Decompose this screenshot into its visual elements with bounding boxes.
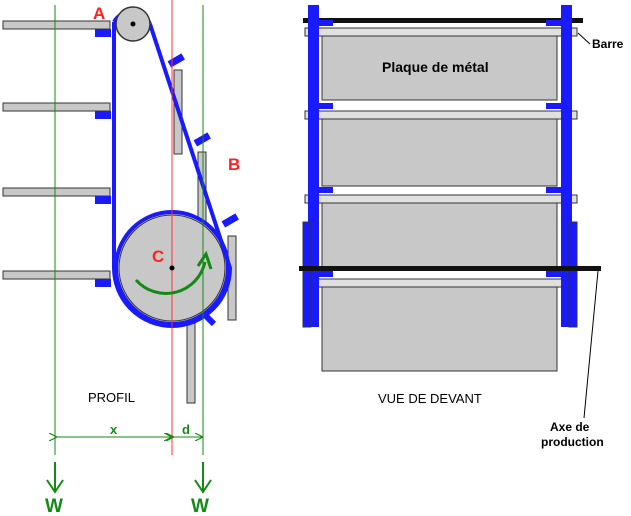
front-title: VUE DE DEVANT <box>378 391 482 406</box>
profile-bar-2 <box>2 102 111 112</box>
clip-right-3 <box>546 187 561 193</box>
support-bar-2 <box>304 110 578 120</box>
support-bar-1 <box>304 27 578 37</box>
clip-left-1 <box>318 20 333 26</box>
clip-left-2 <box>318 103 333 109</box>
bracket-right-1 <box>167 53 185 68</box>
bar-label: Barre <box>592 37 624 51</box>
bracket-right-2 <box>193 132 211 147</box>
weight-arrow-right-head <box>194 479 212 494</box>
hub-right <box>568 221 578 328</box>
profile-bar-3 <box>2 187 111 197</box>
bracket-right-3 <box>221 213 239 228</box>
hub-left <box>302 221 312 328</box>
label-c: C <box>152 247 164 266</box>
weight-left-label: W <box>45 496 63 516</box>
dim-x-label: x <box>110 422 118 437</box>
support-bar-4 <box>304 278 578 288</box>
clip-left-4 <box>318 271 333 277</box>
production-axis <box>299 266 601 271</box>
rotation-arrow <box>134 261 207 295</box>
weight-arrow-left-head <box>46 479 64 494</box>
profile-bar-4 <box>2 270 111 280</box>
clip-right-2 <box>546 103 561 109</box>
clip-right-4 <box>546 271 561 277</box>
profile-bar-1 <box>2 20 111 30</box>
axis-label-line1: Axe de <box>550 420 590 434</box>
axis-label-line2: production <box>541 435 604 449</box>
bar-pointer <box>577 32 591 45</box>
label-b: B <box>228 155 240 174</box>
profile-plate-4 <box>186 314 196 404</box>
support-bar-3 <box>304 194 578 204</box>
weight-right-label: W <box>191 496 209 516</box>
bracket-left-3 <box>95 196 111 204</box>
pulley-a-center <box>130 21 136 27</box>
metal-plate-4 <box>321 286 558 372</box>
dim-d-label: d <box>182 422 190 437</box>
profile-view: A B C PROFIL x d W W <box>2 0 240 516</box>
wheel-c-center <box>169 265 175 271</box>
label-a: A <box>93 4 105 23</box>
profile-title: PROFIL <box>88 390 135 405</box>
production-axis-pointer <box>583 270 599 419</box>
front-view: Plaque de métal Barre VUE DE DEVANT Axe … <box>299 5 624 449</box>
bracket-left-1 <box>95 29 111 37</box>
chain-right <box>564 5 572 327</box>
chain-right-inner <box>561 5 564 327</box>
rotation-arrowhead <box>196 250 213 270</box>
clip-left-3 <box>318 187 333 193</box>
plate-label: Plaque de métal <box>382 59 489 75</box>
clip-right-1 <box>546 20 561 26</box>
metal-plate-1 <box>321 35 558 101</box>
chain-left <box>308 5 316 327</box>
top-bar <box>303 18 583 23</box>
bracket-right-4 <box>201 311 217 327</box>
metal-plate-2 <box>321 117 558 187</box>
metal-plate-3 <box>321 202 558 270</box>
bracket-left-2 <box>95 111 111 119</box>
bracket-left-4 <box>95 279 111 287</box>
chain-left-inner <box>316 5 319 327</box>
